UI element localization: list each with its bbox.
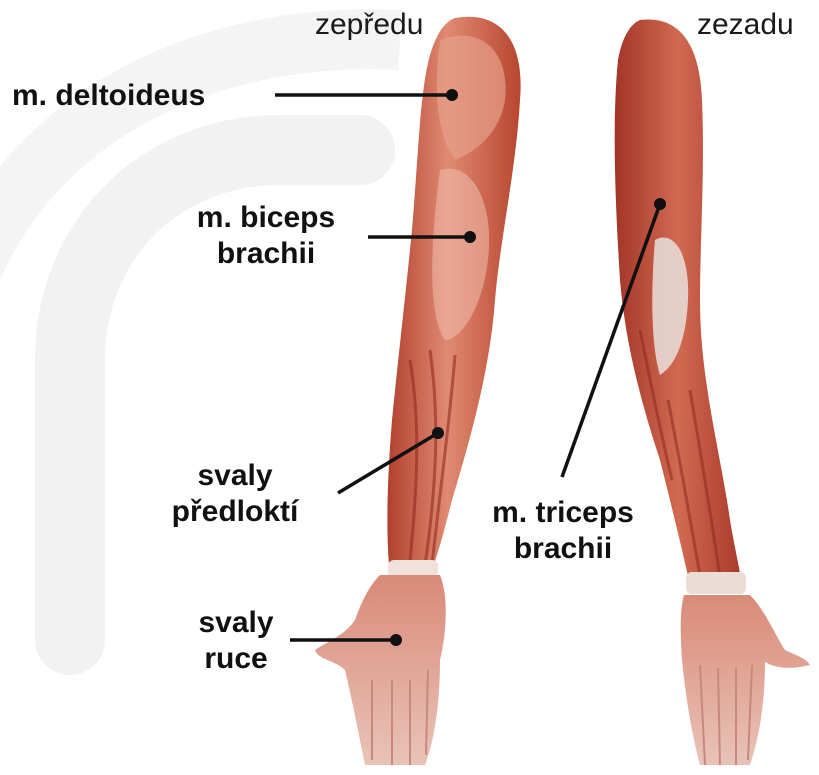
biceps-label: m. biceps brachii xyxy=(186,200,346,272)
front-view-label: zepředu xyxy=(315,8,423,42)
forearm-label-line2: předloktí xyxy=(160,494,310,530)
triceps-pointer-dot xyxy=(654,198,666,210)
triceps-label: m. triceps brachii xyxy=(478,495,648,567)
forearm-pointer-dot xyxy=(432,427,444,439)
back-arm xyxy=(615,19,810,765)
biceps-label-line2: brachii xyxy=(186,236,346,272)
back-view-label: zezadu xyxy=(697,8,794,42)
hand-label-line2: ruce xyxy=(190,641,282,677)
triceps-label-line2: brachii xyxy=(478,531,648,567)
triceps-label-line1: m. triceps xyxy=(478,495,648,531)
forearm-label-line1: svaly xyxy=(160,458,310,494)
deltoid-label: m. deltoideus xyxy=(12,78,205,114)
forearm-label: svaly předloktí xyxy=(160,458,310,530)
hand-label-line1: svaly xyxy=(190,605,282,641)
deltoid-pointer-dot xyxy=(446,89,458,101)
hand-pointer-dot xyxy=(390,634,402,646)
hand-label: svaly ruce xyxy=(190,605,282,677)
biceps-pointer-dot xyxy=(464,231,476,243)
biceps-label-line1: m. biceps xyxy=(186,200,346,236)
deltoid-label-line1: m. deltoideus xyxy=(12,78,205,114)
back-wrist-tendon xyxy=(686,572,746,594)
